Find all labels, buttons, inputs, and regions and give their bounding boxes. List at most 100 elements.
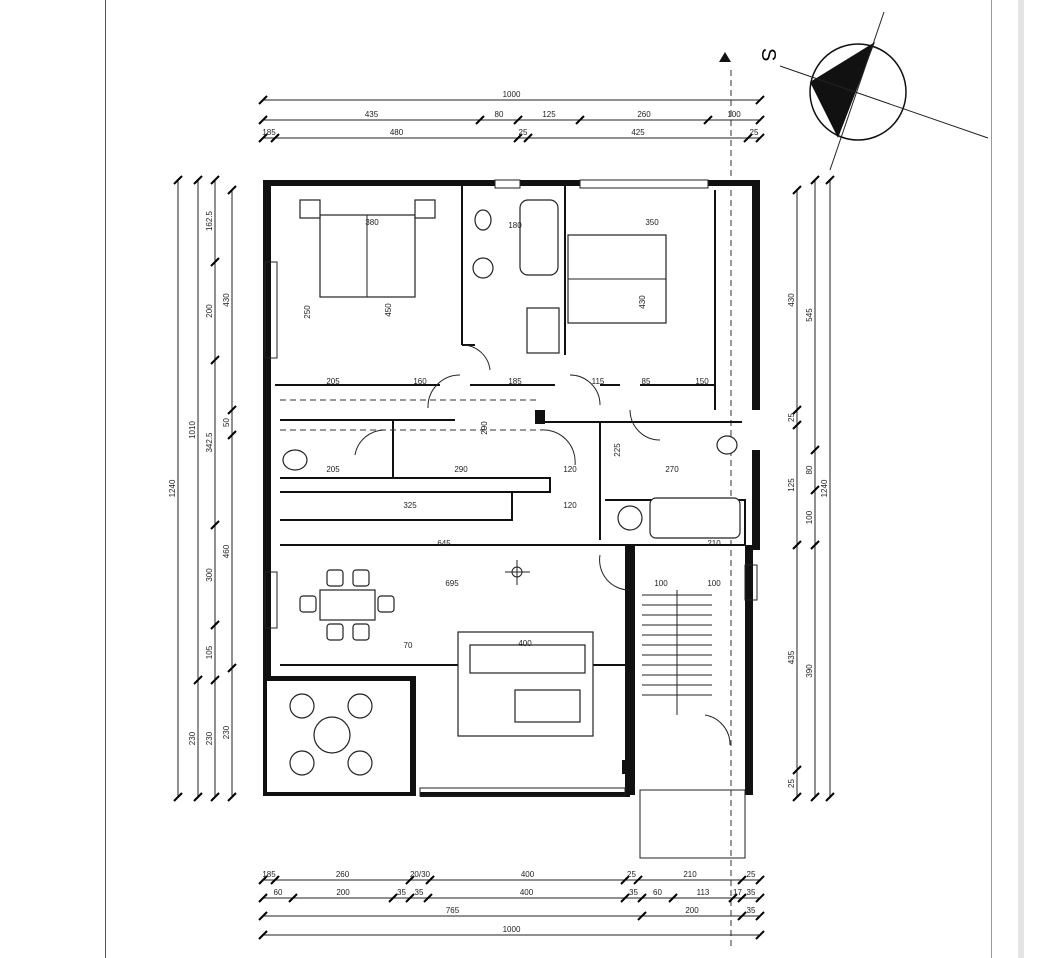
left-dim-col4-label: 50 — [222, 418, 231, 427]
dim-tick — [210, 792, 220, 802]
right-overall-dim-label: 1240 — [820, 479, 829, 497]
bottom-dim-row2-label: 35 — [629, 888, 638, 897]
dim-tick — [668, 893, 678, 903]
bottom-dim-row2-label: 200 — [336, 888, 350, 897]
dim-tick — [825, 175, 835, 185]
dim-tick — [810, 792, 820, 802]
sink — [472, 257, 494, 279]
top-dim-row2-label: 260 — [637, 110, 651, 119]
dim-tick — [258, 95, 268, 105]
dim-tick — [425, 875, 435, 885]
interior-dim-label: 450 — [384, 303, 393, 317]
shower — [526, 307, 560, 354]
washing-machine — [617, 505, 643, 531]
top-dim-row3-label: 185 — [262, 128, 276, 137]
interior-dim-label: 205 — [326, 465, 340, 474]
dim-tick — [405, 893, 415, 903]
dim-tick — [405, 875, 415, 885]
left-dim-col3-label: 162.5 — [205, 210, 214, 231]
dim-tick — [388, 893, 398, 903]
dim-tick — [737, 911, 747, 921]
right-dim-col2-label: 545 — [805, 308, 814, 322]
bottom-dim-row2-label: 17 — [733, 888, 742, 897]
windows — [264, 179, 758, 797]
bottom-dim-row2-label: 400 — [520, 888, 534, 897]
dim-tick — [755, 133, 765, 143]
bathtub — [519, 199, 559, 276]
right-dim-col1-label: 435 — [787, 650, 796, 664]
dim-tick — [423, 893, 433, 903]
right-dim-col2-label: 390 — [805, 664, 814, 678]
top-dim-row3-label: 25 — [519, 128, 528, 137]
dim-tick — [620, 893, 630, 903]
left-overall-dim-label: 1240 — [168, 479, 177, 497]
right-dim-col1-label: 25 — [787, 779, 796, 788]
dim-tick — [728, 893, 738, 903]
terrace-table — [313, 716, 351, 754]
dim-tick — [258, 115, 268, 125]
interior-dim-label: 180 — [508, 221, 522, 230]
dim-tick — [637, 893, 647, 903]
dim-tick — [755, 95, 765, 105]
interior-dim-label: 70 — [404, 641, 413, 650]
dim-tick — [258, 930, 268, 940]
dim-tick — [523, 133, 533, 143]
dim-tick — [810, 540, 820, 550]
dim-tick — [227, 430, 237, 440]
dim-tick — [792, 540, 802, 550]
interior-dim-label: 160 — [413, 377, 427, 386]
interior-dim-label: 120 — [563, 465, 577, 474]
bottom-dim-row2-label: 60 — [653, 888, 662, 897]
dim-tick — [227, 185, 237, 195]
bottom-dim-row1-label: 25 — [627, 870, 636, 879]
dim-tick — [258, 133, 268, 143]
left-dim-col2-label: 230 — [188, 731, 197, 745]
dim-tick — [755, 930, 765, 940]
interior-dim-label: 150 — [695, 377, 709, 386]
interior-dim-label: 100 — [707, 579, 721, 588]
right-dim-col2-label: 80 — [805, 465, 814, 474]
interior-dim-label: 430 — [638, 295, 647, 309]
dim-tick — [173, 175, 183, 185]
interior-dim-label: 695 — [445, 579, 459, 588]
left-dim-col3-label: 230 — [205, 731, 214, 745]
top-dim-row3-label: 425 — [631, 128, 645, 137]
bottom-dim-row1-label: 185 — [262, 870, 276, 879]
dim-tick — [258, 875, 268, 885]
interior-dim-label: 270 — [665, 465, 679, 474]
top-dim-row2-label: 80 — [495, 110, 504, 119]
dim-tick — [173, 792, 183, 802]
dim-tick — [210, 620, 220, 630]
dining-table — [319, 589, 376, 621]
dim-tick — [513, 115, 523, 125]
dim-tick — [810, 445, 820, 455]
right-dim-col1-label: 125 — [787, 478, 796, 492]
dim-tick — [792, 792, 802, 802]
dim-tick — [792, 405, 802, 415]
interior-dim-label: 350 — [645, 218, 659, 227]
toilet-2 — [282, 449, 308, 471]
dim-tick — [227, 663, 237, 673]
interior-dim-label: 400 — [518, 639, 532, 648]
dim-tick — [227, 792, 237, 802]
dim-tick — [193, 175, 203, 185]
dim-tick — [633, 875, 643, 885]
top-dim-row3-label: 25 — [750, 128, 759, 137]
dim-tick — [258, 911, 268, 921]
bottom-overall-dim-label: 1000 — [503, 925, 521, 934]
dim-tick — [703, 115, 713, 125]
top-dim-row2-label: 100 — [727, 110, 741, 119]
interior-dim-label: 205 — [326, 377, 340, 386]
dim-tick — [620, 875, 630, 885]
right-dim-col2-label: 100 — [805, 510, 814, 524]
toilet-3 — [716, 435, 738, 455]
interior-dim-label: 115 — [592, 377, 605, 386]
dim-tick — [193, 675, 203, 685]
top-dim-row2-label: 125 — [542, 110, 556, 119]
coffee-table — [514, 689, 581, 723]
bottom-dim-row2-label: 35 — [397, 888, 406, 897]
section-marker-icon — [719, 52, 731, 62]
